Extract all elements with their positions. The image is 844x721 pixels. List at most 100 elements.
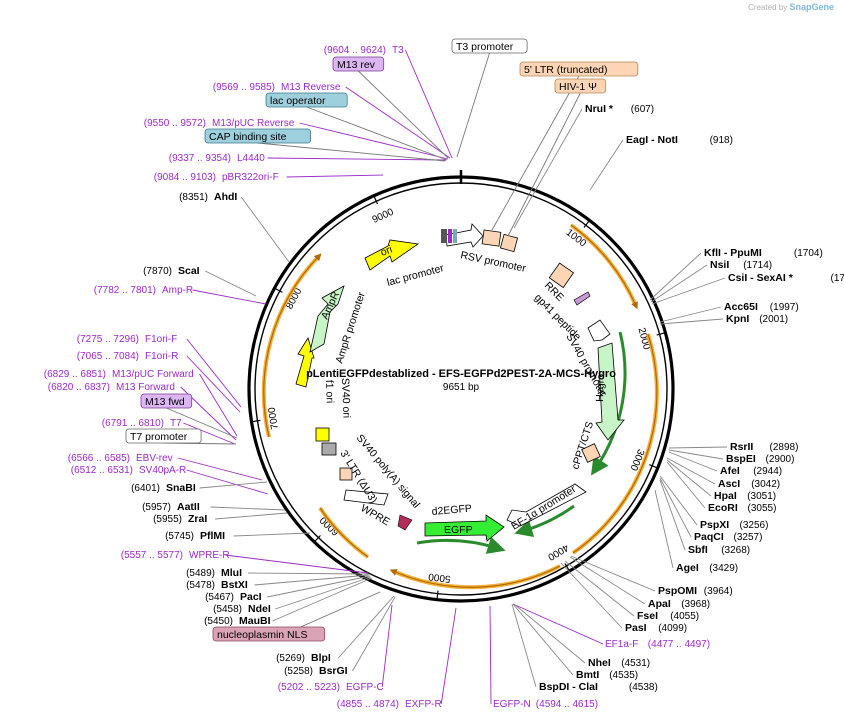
primer-position: (6512 .. 6531) bbox=[71, 465, 133, 476]
enzyme-name: AscI bbox=[718, 478, 740, 490]
enzyme-position: (5458) bbox=[213, 604, 242, 615]
boxed-label-bg bbox=[332, 56, 385, 72]
enzyme-name: ApaI bbox=[648, 598, 671, 610]
enzyme-name: BstXI bbox=[221, 579, 248, 591]
enzyme-position: (3268) bbox=[721, 545, 750, 556]
primer-position: (4477 .. 4497) bbox=[648, 639, 710, 650]
primer-position: (9604 .. 9624) bbox=[324, 45, 386, 56]
enzyme-position: (5467) bbox=[205, 592, 234, 603]
primer-position: (9337 .. 9354) bbox=[169, 153, 231, 164]
leader-lines bbox=[163, 49, 728, 705]
enzyme-position: (3429) bbox=[709, 563, 738, 574]
primer-name: EGFP-C bbox=[346, 682, 384, 693]
feature-hygro-label: Hygro bbox=[594, 374, 607, 403]
primer-name: F1ori-R bbox=[145, 351, 178, 362]
enzyme-position: (5269) bbox=[276, 653, 305, 664]
enzyme-name: AfeI bbox=[720, 465, 740, 477]
enzyme-name: NruI * bbox=[585, 103, 614, 115]
enzyme-name: NdeI bbox=[248, 603, 271, 615]
primer-name: F1ori-F bbox=[145, 334, 177, 345]
boxed-label: 5' LTR (truncated) bbox=[524, 64, 608, 76]
ori-feature bbox=[364, 239, 420, 271]
primer-name: EF1a-F bbox=[605, 639, 638, 650]
enzyme-name: EcoRI bbox=[708, 502, 738, 514]
enzyme-name: RsrII bbox=[730, 441, 753, 453]
enzyme-name: EagI - NotI bbox=[626, 134, 678, 146]
primer-position: (4594 .. 4615) bbox=[536, 699, 598, 710]
feature-sv40-ori-label: SV40 ori bbox=[339, 378, 352, 419]
created-by-text: Created by bbox=[748, 3, 788, 12]
enzyme-name: CsiI - SexAI * bbox=[728, 272, 794, 284]
plasmid-name: pLentiEGFPdestablized - EFS-EGFPd2PEST-2… bbox=[306, 368, 616, 380]
boxed-label: CAP binding site bbox=[209, 131, 287, 143]
primer-position: (4855 .. 4874) bbox=[337, 699, 399, 710]
primer-position: (5202 .. 5223) bbox=[278, 682, 340, 693]
primer-position: (6566 .. 6585) bbox=[68, 453, 130, 464]
ampr-feature bbox=[309, 285, 345, 353]
enzyme-name: PspXI bbox=[700, 519, 729, 531]
enzyme-name: MauBI bbox=[239, 615, 271, 627]
primer-name: Amp-R bbox=[162, 285, 193, 296]
enzyme-position: (607) bbox=[631, 104, 654, 115]
primer-position: (9084 .. 9103) bbox=[154, 172, 216, 183]
annotation-labels: (9604 .. 9624) T3 (9569 .. 9585) M13 Revers… bbox=[44, 38, 844, 710]
boxed-label-bg bbox=[451, 38, 528, 54]
enzyme-name: PflMI bbox=[200, 530, 225, 542]
boxed-label-bg bbox=[554, 78, 607, 94]
enzyme-position: (3051) bbox=[747, 491, 776, 502]
enzyme-position: (5478) bbox=[186, 580, 215, 591]
enzyme-name: HpaI bbox=[714, 490, 737, 502]
enzyme-position: (7870) bbox=[143, 266, 172, 277]
enzyme-position: (5258) bbox=[284, 666, 313, 677]
enzyme-name: AhdI bbox=[214, 191, 237, 203]
boxed-label-bg bbox=[519, 61, 639, 77]
primer-name: M13 Reverse bbox=[281, 82, 341, 93]
enzyme-name: NheI bbox=[588, 657, 611, 669]
enzyme-position: (2001) bbox=[759, 314, 788, 325]
enzyme-position: (5955) bbox=[153, 514, 182, 525]
hygro-feature bbox=[595, 342, 625, 441]
enzyme-position: (1704) bbox=[794, 248, 823, 259]
boxed-label: M13 rev bbox=[337, 59, 376, 71]
feature-lac-promoter-label: lac promoter bbox=[386, 262, 446, 289]
enzyme-name: Acc65I bbox=[724, 301, 758, 313]
boxed-label-bg bbox=[125, 428, 202, 444]
feature-ori-label: ori bbox=[379, 244, 394, 259]
boxed-label: HIV-1 Ψ bbox=[559, 81, 597, 93]
enzyme-position: (3257) bbox=[734, 532, 763, 543]
feature-ampr-label: AmpR bbox=[319, 289, 342, 321]
enzyme-name: SnaBI bbox=[166, 482, 196, 494]
primer-position: (9569 .. 9585) bbox=[213, 82, 275, 93]
enzyme-name: ZraI bbox=[188, 513, 207, 525]
primer-position: (6791 .. 6810) bbox=[102, 418, 164, 429]
enzyme-position: (4538) bbox=[629, 682, 658, 693]
enzyme-name: BspEI bbox=[726, 453, 756, 465]
enzyme-position: (2898) bbox=[770, 442, 799, 453]
primer-name: EGFP-N bbox=[493, 699, 531, 710]
enzyme-position: (1997) bbox=[770, 302, 799, 313]
egfp-feature bbox=[424, 514, 505, 542]
primer-name: T3 bbox=[392, 45, 404, 56]
boxed-label-bg bbox=[204, 128, 311, 144]
enzyme-position: (4535) bbox=[609, 670, 638, 681]
enzyme-name: KpnI bbox=[726, 313, 749, 325]
enzyme-name: NsiI bbox=[710, 259, 729, 271]
gp41-peptide-feature bbox=[573, 291, 591, 306]
boxed-label-bg bbox=[140, 393, 193, 409]
enzyme-position: (5489) bbox=[186, 568, 215, 579]
tick-label: 4000 bbox=[545, 541, 570, 562]
feature-f1-ori-label: f1 ori bbox=[323, 380, 336, 404]
boxed-label-bg bbox=[212, 626, 326, 642]
snapgene-watermark: Created by SnapGene bbox=[748, 2, 834, 12]
sv40-promoter-feature bbox=[587, 319, 611, 342]
nls-feature bbox=[397, 514, 413, 531]
boxed-label: lac operator bbox=[270, 95, 326, 107]
enzyme-name: BspDI - ClaI bbox=[539, 681, 598, 693]
snapgene-brand: SnapGene bbox=[789, 2, 834, 12]
feature-wpre-label: WPRE bbox=[359, 502, 392, 528]
primer-name: SV40pA-R bbox=[139, 465, 186, 476]
primer-position: (6820 .. 6837) bbox=[48, 382, 110, 393]
enzyme-name: AgeI bbox=[676, 562, 699, 574]
enzyme-name: FseI bbox=[637, 610, 658, 622]
enzyme-name: MluI bbox=[221, 567, 242, 579]
